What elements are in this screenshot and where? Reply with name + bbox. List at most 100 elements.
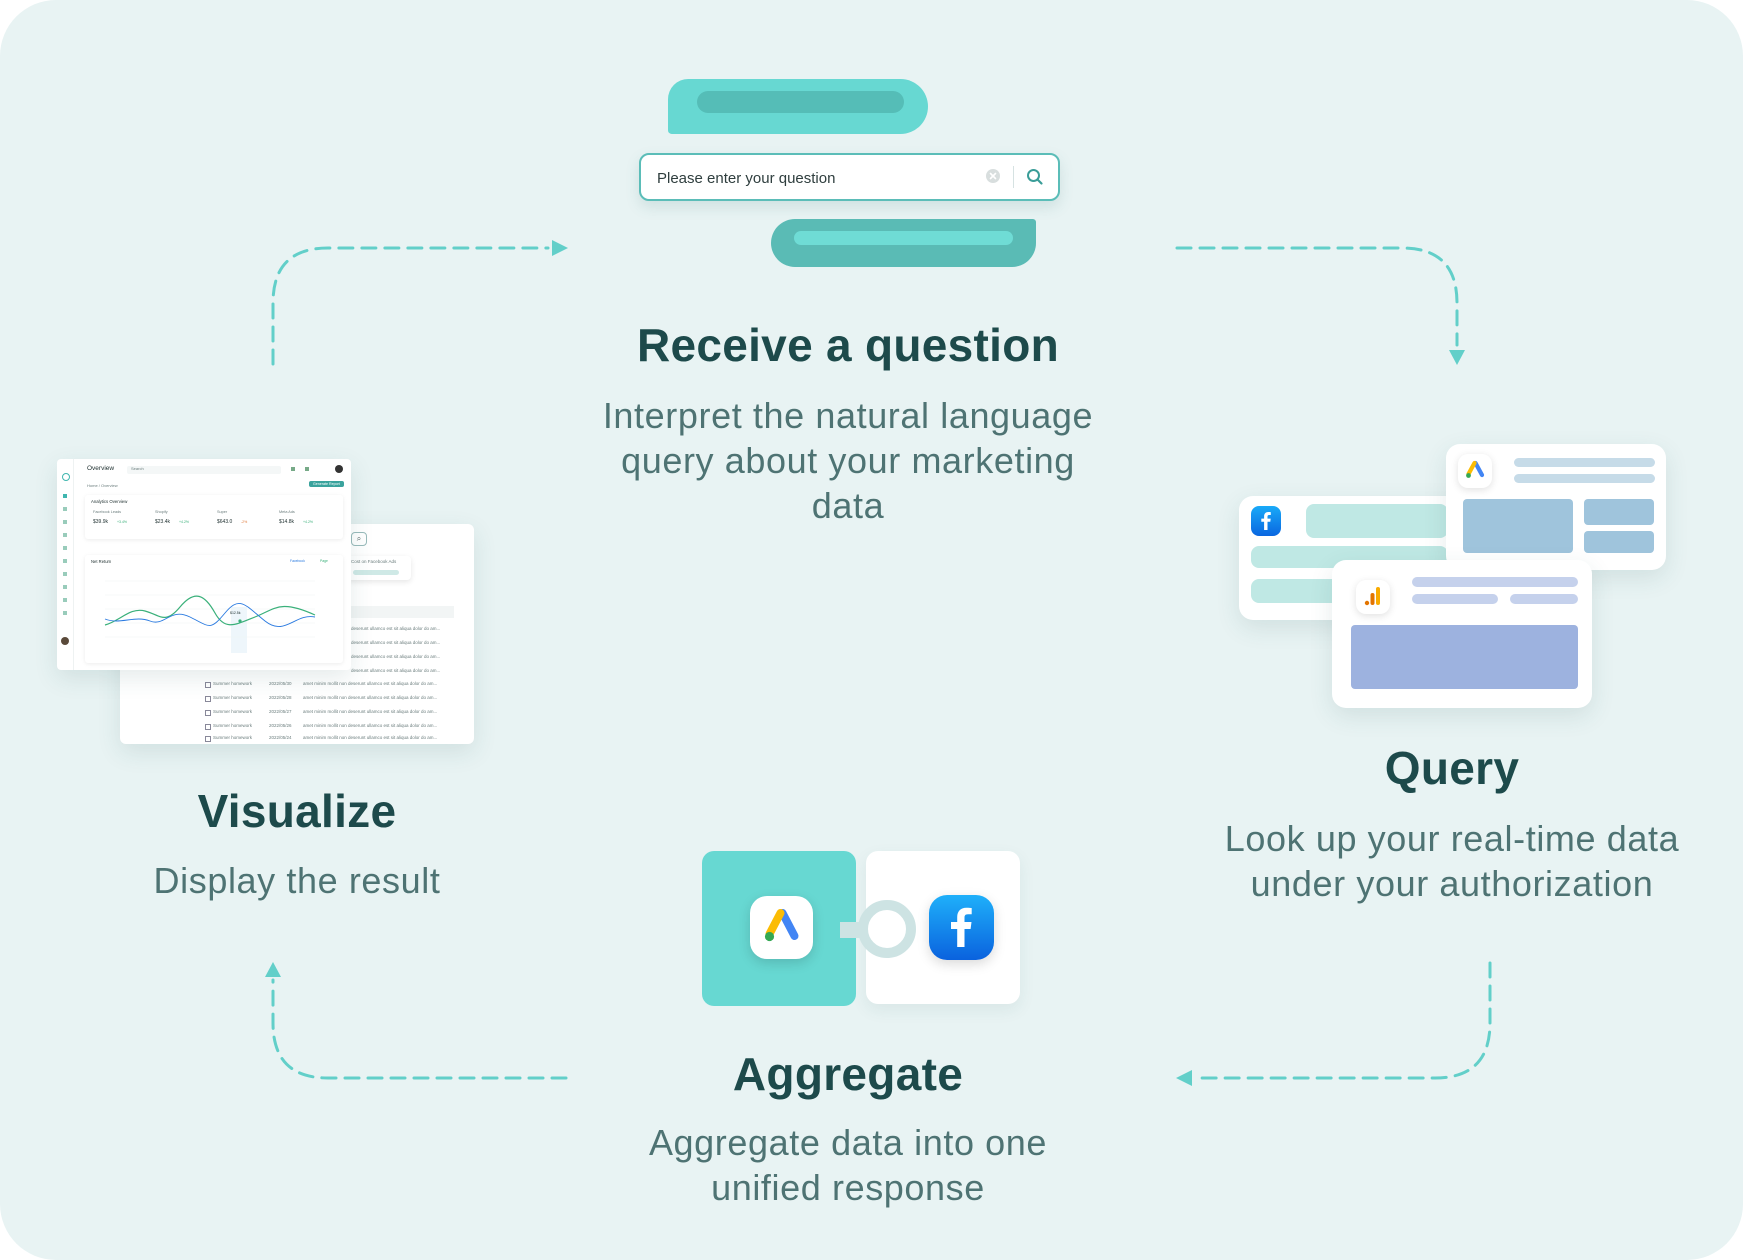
series-line: [104, 602, 316, 627]
chart-title: Net Return: [91, 559, 112, 564]
visualize-title: Visualize: [197, 785, 397, 837]
series-line: [104, 595, 316, 626]
google-ads-data-card: [1446, 444, 1666, 570]
row-date: 2022/05/28: [269, 695, 292, 700]
arrow-query-to-aggregate: [1193, 961, 1492, 1080]
bell-icon[interactable]: [291, 467, 295, 471]
placeholder-bar: [1251, 579, 1341, 603]
table-row: Summer homework 2022/05/30 amet minim mo…: [205, 680, 470, 692]
placeholder-bar: [1306, 504, 1448, 538]
nav-icon[interactable]: [63, 533, 67, 537]
query-description: Look up your real-time data under your a…: [1152, 816, 1743, 906]
row-checkbox[interactable]: [205, 696, 211, 702]
table-row: Summer homework 2022/05/26 amet minim mo…: [205, 722, 470, 734]
row-name: Summer homework: [213, 681, 253, 686]
section-title: Analytics Overview: [91, 499, 128, 504]
chart-legend: Facebook: [290, 559, 305, 563]
avatar[interactable]: [335, 465, 343, 473]
description-line: Look up your real-time data: [1224, 818, 1680, 859]
receive-description: Interpret the natural language query abo…: [548, 393, 1148, 528]
table-row: Summer homework 2022/05/28 amet minim mo…: [205, 694, 470, 706]
metric-label: Meta Ads: [279, 510, 295, 514]
divider: [1013, 166, 1014, 188]
chip-label: Cost on Facebook Ads: [351, 559, 397, 564]
description-line: Interpret the natural language: [602, 395, 1094, 436]
row-date: 2022/05/24: [269, 735, 292, 740]
dashboard-overview-card: Overview Search Home / Overview Generate…: [57, 459, 351, 670]
placeholder-bar: [1510, 594, 1578, 604]
row-name: Summer homework: [213, 709, 253, 714]
analytics-overview-panel: Analytics Overview Facebook Leads $39.9k…: [85, 495, 343, 539]
question-search-box[interactable]: [639, 153, 1060, 201]
row-checkbox[interactable]: [205, 724, 211, 730]
nav-icon[interactable]: [63, 520, 67, 524]
search-icon: ⌕: [351, 532, 367, 546]
chat-bubble-bottom: [771, 219, 1036, 267]
metric-label: Facebook Leads: [93, 510, 122, 514]
nav-icon[interactable]: [63, 585, 67, 589]
filter-chip: Cost on Facebook Ads: [347, 556, 411, 580]
metric-delta: +4.2%: [179, 520, 190, 524]
dashboard-sidebar: [57, 459, 74, 670]
metric-label: Shopify: [155, 510, 168, 514]
description-line: Aggregate data into one: [648, 1122, 1048, 1163]
metric-value: $14.8k: [279, 519, 295, 525]
row-checkbox[interactable]: [205, 710, 211, 716]
placeholder-bar: [1514, 458, 1655, 467]
chart-legend: Page: [320, 559, 328, 563]
line-chart: [104, 580, 316, 638]
clear-icon[interactable]: [986, 169, 1000, 183]
nav-icon[interactable]: [63, 559, 67, 563]
arrow-aggregate-to-visualize: [271, 978, 568, 1080]
row-checkbox[interactable]: [205, 682, 211, 688]
row-text: amet minim mollit non deserunt ullamco e…: [303, 681, 438, 686]
table-header: [348, 606, 454, 618]
nav-icon[interactable]: [63, 546, 67, 550]
avatar[interactable]: [61, 637, 69, 645]
dashboard-title: Overview: [87, 465, 115, 472]
table-row: Summer homework 2022/05/27 amet minim mo…: [205, 708, 470, 720]
arrowhead-down: [1449, 350, 1465, 365]
metric-value: $39.9k: [93, 519, 109, 525]
dashboard-search[interactable]: Search: [127, 466, 281, 474]
nav-icon[interactable]: [63, 611, 67, 615]
generate-report-button[interactable]: Generate Report: [309, 481, 344, 487]
arrowhead-left: [1176, 1070, 1192, 1086]
query-title: Query: [1384, 742, 1520, 794]
table-cell: deserunt ullamco est sit aliqua dolor do…: [351, 626, 441, 631]
aggregate-title: Aggregate: [732, 1048, 964, 1100]
breadcrumb: Home / Overview: [87, 483, 118, 488]
description-line: Display the result: [153, 860, 441, 901]
question-input[interactable]: [655, 164, 959, 192]
metric-delta: +4.2%: [303, 520, 314, 524]
row-text: amet minim mollit non deserunt ullamco e…: [303, 695, 438, 700]
arrowhead-up: [265, 962, 281, 977]
description-line: under your authorization: [1250, 863, 1654, 904]
table-cell: deserunt ullamco est sit aliqua dolor do…: [351, 640, 441, 645]
description-line: query about your marketing: [621, 440, 1075, 481]
row-name: Summer homework: [213, 723, 253, 728]
arrow-receive-to-query: [1175, 246, 1459, 347]
placeholder-bar: [1584, 531, 1654, 553]
placeholder-bar: [1412, 594, 1498, 604]
settings-icon[interactable]: [305, 467, 309, 471]
nav-icon[interactable]: [63, 507, 67, 511]
search-icon[interactable]: [1025, 167, 1045, 187]
table-cell: deserunt ullamco est sit aliqua dolor do…: [351, 668, 441, 673]
metric-card: Meta Ads $14.8k +4.2%: [277, 510, 335, 534]
arrow-visualize-to-receive: [271, 246, 550, 366]
nav-icon[interactable]: [63, 494, 67, 498]
table-row: Summer homework 2022/05/24 amet minim mo…: [205, 734, 470, 744]
nav-icon[interactable]: [63, 598, 67, 602]
metric-card: Shopify $23.4k +4.2%: [153, 510, 207, 534]
google-ads-icon: [750, 896, 813, 959]
logo-icon: [62, 473, 70, 481]
row-checkbox[interactable]: [205, 736, 211, 742]
puzzle-connector: [840, 900, 916, 958]
table-cell: deserunt ullamco est sit aliqua dolor do…: [351, 654, 441, 659]
row-name: Summer homework: [213, 695, 253, 700]
row-date: 2022/05/30: [269, 681, 292, 686]
nav-icon[interactable]: [63, 572, 67, 576]
